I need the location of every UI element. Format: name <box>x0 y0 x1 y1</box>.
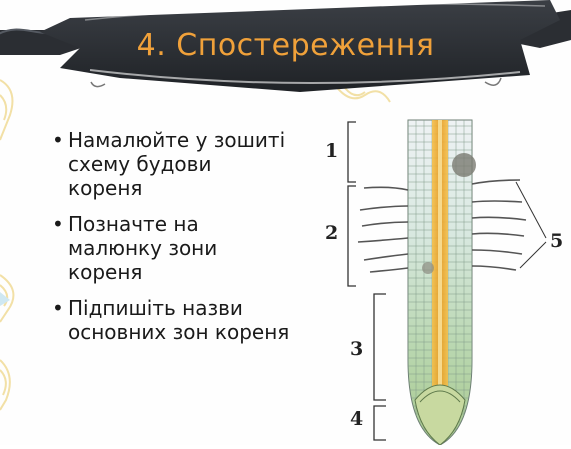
title-banner <box>0 0 571 92</box>
bullet-icon: • <box>52 128 64 152</box>
task-list: •Намалюйте у зошиті схему будови кореня … <box>50 128 290 356</box>
zone-label-3: 3 <box>350 338 364 360</box>
zone-label-1: 1 <box>325 140 339 162</box>
slide-title: 4. Спостереження <box>136 28 435 63</box>
list-item-text: Позначте на малюнку зони кореня <box>68 212 218 284</box>
list-item: •Позначте на малюнку зони кореня <box>50 212 290 284</box>
center-ornament-icon <box>334 84 391 103</box>
list-item-text: Намалюйте у зошиті схему будови кореня <box>68 128 286 200</box>
zone-label-5: 5 <box>550 230 564 252</box>
zone-label-2: 2 <box>325 222 339 244</box>
list-item-text: Підпишіть назви основних зон кореня <box>68 296 290 344</box>
left-ornament-icon <box>0 79 15 411</box>
list-item: •Підпишіть назви основних зон кореня <box>50 296 290 344</box>
zone-label-4: 4 <box>350 408 364 430</box>
root-diagram: 1 2 3 4 5 <box>320 110 571 446</box>
bullet-icon: • <box>52 212 64 236</box>
list-item: •Намалюйте у зошиті схему будови кореня <box>50 128 290 200</box>
bullet-icon: • <box>52 296 64 320</box>
root-drawing <box>347 119 547 446</box>
